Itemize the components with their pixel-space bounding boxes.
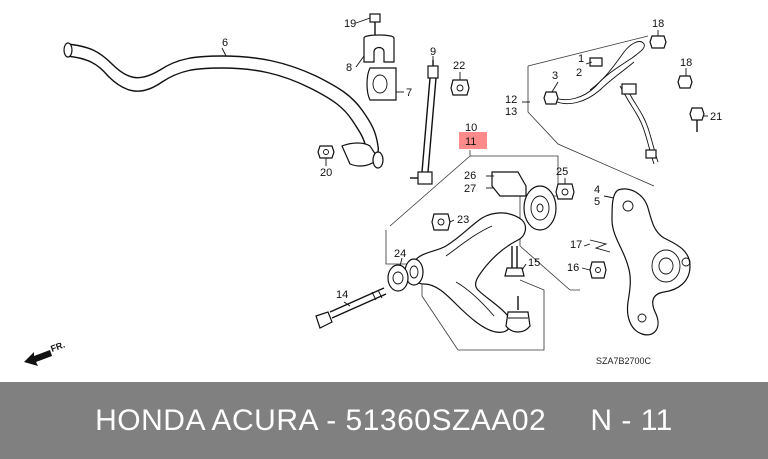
lower-arm-group-box: [385, 150, 580, 351]
callout-17: 17: [570, 239, 582, 251]
callout-5: 5: [594, 196, 600, 208]
caption-text: HONDA ACURA - 51360SZAA02 N - 11: [95, 404, 673, 438]
steering-knuckle[interactable]: [611, 188, 691, 336]
nut-23[interactable]: [431, 213, 451, 231]
lower-control-arm[interactable]: [404, 212, 527, 333]
callout-24: 24: [394, 248, 406, 260]
bolt-21[interactable]: [689, 107, 705, 132]
callout-27: 27: [464, 183, 476, 195]
callout-19: 19: [344, 18, 356, 30]
callout-18-top: 18: [652, 18, 664, 30]
stabilizer-holder-assembly[interactable]: [363, 13, 397, 101]
callout-4: 4: [594, 184, 600, 196]
nut-20[interactable]: [317, 145, 335, 159]
caption-gap: [546, 404, 590, 437]
nut-16[interactable]: [589, 261, 607, 279]
sensor-group-box: [527, 35, 655, 187]
callout-6: 6: [222, 37, 228, 49]
callout-26: 26: [464, 170, 476, 182]
callout-20: 20: [320, 167, 332, 179]
part-caption-bar: HONDA ACURA - 51360SZAA02 N - 11: [0, 382, 768, 459]
bolt-18-top[interactable]: [649, 35, 667, 49]
bolt-15[interactable]: [504, 246, 525, 277]
caption-ref: N - 11: [590, 403, 673, 437]
caption-part-number: 51360SZAA02: [345, 403, 547, 437]
bushing-24[interactable]: [387, 264, 409, 292]
stabilizer-bar[interactable]: [63, 42, 384, 169]
bolt-14[interactable]: [315, 287, 387, 329]
stabilizer-link[interactable]: [410, 60, 439, 185]
callout-25: 25: [556, 166, 568, 178]
callout-11: 11: [465, 136, 476, 148]
callout-15: 15: [528, 257, 540, 269]
callout-16: 16: [567, 262, 579, 274]
callout-10: 10: [465, 122, 477, 134]
callout-7: 7: [406, 87, 412, 99]
nut-25[interactable]: [555, 183, 575, 200]
callout-18-mid: 18: [680, 57, 692, 69]
clip-17[interactable]: [589, 239, 611, 253]
compliance-bushing[interactable]: [491, 171, 557, 231]
front-direction-arrow-icon: [24, 350, 52, 366]
callout-23: 23: [457, 214, 469, 226]
ball-joint[interactable]: [505, 296, 531, 333]
callout-12: 12: [505, 94, 517, 106]
front-label: FR.: [49, 340, 66, 354]
callout-11-highlight: [459, 132, 487, 149]
abs-sensor-harness[interactable]: [543, 41, 659, 165]
callout-13: 13: [505, 106, 517, 118]
callout-1: 1: [578, 53, 584, 65]
caption-brand: HONDA ACURA: [95, 403, 318, 437]
caption-separator: -: [317, 403, 346, 437]
callout-2: 2: [576, 67, 582, 79]
callout-21: 21: [710, 111, 722, 123]
parts-diagram: 6 19 8 7 9 22 20 10 11 26 27 25 23 24 15…: [24, 13, 722, 366]
nut-22[interactable]: [450, 79, 470, 96]
callout-3: 3: [552, 70, 558, 82]
callout-22: 22: [453, 60, 465, 72]
diagram-code: SZA7B2700C: [596, 356, 652, 366]
bolt-18-mid[interactable]: [677, 75, 693, 89]
callout-14: 14: [336, 289, 348, 301]
leader-lines: [221, 17, 708, 307]
callout-8: 8: [346, 62, 352, 74]
callout-9: 9: [430, 46, 436, 58]
